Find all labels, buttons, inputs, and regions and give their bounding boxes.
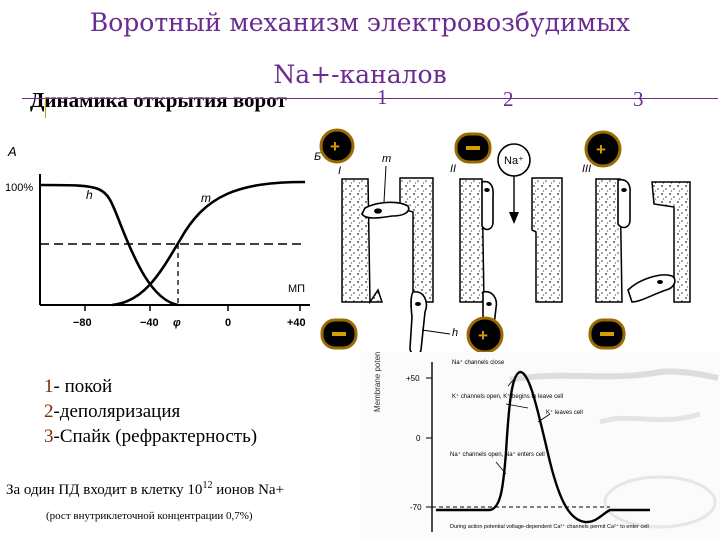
m-gate-curve bbox=[111, 180, 306, 307]
ap-tick-label: +50 bbox=[406, 374, 420, 383]
curve-label-m: m bbox=[201, 191, 211, 205]
list-item: 2-деполяризация bbox=[44, 401, 181, 422]
tick-label: 0 bbox=[225, 317, 231, 329]
page-title: Воротный механизм электровозбудимых bbox=[89, 8, 631, 37]
plus-disk-3: + bbox=[466, 316, 504, 354]
h-gate-curve bbox=[39, 183, 179, 307]
stage-roman-2: II bbox=[450, 163, 456, 175]
action-potential-chart: Membrane potential +50 0 -70 Na⁺ channel… bbox=[360, 352, 720, 540]
stage-roman-1: I bbox=[338, 165, 341, 177]
svg-text:+: + bbox=[330, 137, 340, 156]
ap-annotation: Na⁺ channels close bbox=[452, 359, 505, 366]
tick-label: +40 bbox=[287, 317, 306, 329]
svg-text:+: + bbox=[596, 140, 606, 159]
axis-unit-label: МП bbox=[288, 283, 305, 295]
minus-disk-2 bbox=[320, 318, 358, 350]
stage-number-1: 1 bbox=[377, 85, 388, 109]
minus-disk-3 bbox=[588, 318, 626, 350]
channel-3-left-wall bbox=[595, 178, 623, 303]
m-gate-open-3 bbox=[617, 178, 631, 229]
gate-curves-graph: А 100% h m МП −80 −40 φ 0 +40 bbox=[5, 144, 310, 329]
channel-3-right-wall bbox=[651, 181, 691, 303]
ion-label: Na⁺ bbox=[504, 155, 524, 167]
plus-disk-1: + bbox=[319, 128, 355, 164]
stage-roman-3: III bbox=[582, 163, 591, 175]
ap-tick-label: 0 bbox=[416, 434, 421, 443]
h-gate-closed bbox=[627, 274, 676, 303]
channel-gates-diagram: Б I II III m h Na⁺ bbox=[314, 143, 691, 356]
panel-b-label: Б bbox=[314, 151, 321, 163]
m-gate-closed bbox=[361, 201, 410, 219]
page-title-line2: Na+-каналов bbox=[273, 60, 447, 89]
plus-disk-2: + bbox=[584, 130, 622, 168]
ap-annotation: K⁺ channels open, K⁺ begins to leave cel… bbox=[452, 393, 563, 400]
channel-1-left-wall bbox=[341, 178, 384, 305]
ap-annotation: K⁺ leaves cell bbox=[546, 409, 583, 416]
gate-label-h: h bbox=[452, 327, 458, 339]
divider-tick bbox=[45, 98, 46, 118]
ap-annotation: During action potential voltage-dependen… bbox=[450, 523, 649, 530]
svg-text:+: + bbox=[478, 326, 488, 345]
ap-annotation: Na⁺ channels open, Na⁺ enters cell bbox=[450, 451, 545, 458]
ap-curve bbox=[436, 370, 650, 524]
svg-text:Membrane potential: Membrane potential bbox=[373, 352, 382, 412]
ap-tick-label: -70 bbox=[410, 503, 422, 512]
tick-label: φ bbox=[173, 317, 181, 329]
gate-label-m: m bbox=[382, 153, 391, 165]
stage-number-2: 2 bbox=[503, 87, 514, 111]
subtitle: Динамика открытия ворот bbox=[30, 88, 287, 112]
concentration-note: (рост внутриклеточной концентрации 0,7%) bbox=[46, 510, 253, 522]
graph-panel-label: А bbox=[7, 144, 17, 159]
m-gate-open bbox=[481, 180, 494, 231]
divider-line bbox=[22, 98, 718, 99]
minus-disk-1 bbox=[454, 132, 492, 164]
curve-label-h: h bbox=[86, 188, 93, 202]
channel-2-right-wall bbox=[531, 177, 563, 303]
list-item: 1- покой bbox=[44, 376, 113, 397]
stages-list: 1- покой 2-деполяризация 3-Спайк (рефрак… bbox=[44, 374, 257, 449]
tick-label: −40 bbox=[140, 317, 159, 329]
list-item: 3-Спайк (рефрактерность) bbox=[44, 426, 258, 447]
tick-label: −80 bbox=[73, 317, 92, 329]
percent-label: 100% bbox=[5, 182, 33, 194]
ion-count-note: За один ПД входит в клетку 1012 ионов Na… bbox=[6, 480, 285, 498]
stage-number-3: 3 bbox=[633, 87, 644, 111]
